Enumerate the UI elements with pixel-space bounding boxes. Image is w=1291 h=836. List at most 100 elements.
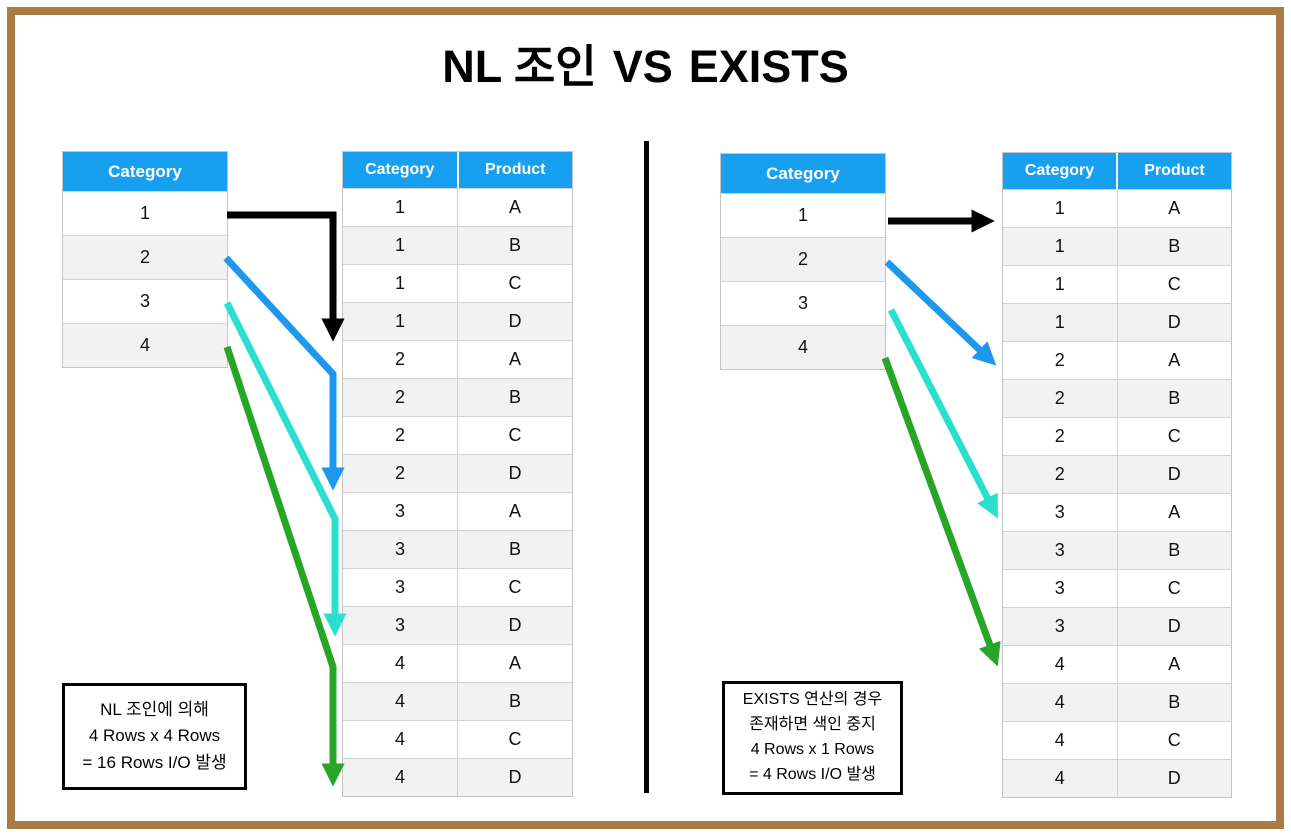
table-row: 4 C bbox=[343, 720, 572, 758]
product-cell: B bbox=[1116, 684, 1232, 721]
category-cell: 1 bbox=[139, 203, 150, 223]
table-row: 1 bbox=[721, 193, 885, 237]
nl-driving-table-body: 1 2 3 4 bbox=[63, 191, 227, 367]
product-cell: A bbox=[457, 189, 572, 226]
category-cell: 3 bbox=[1054, 502, 1065, 522]
table-row: 2 B bbox=[1003, 379, 1231, 417]
category-cell: 2 bbox=[1054, 464, 1065, 484]
category-cell: 4 bbox=[1054, 768, 1065, 788]
table-row: 3 C bbox=[1003, 569, 1231, 607]
table-row: 2 D bbox=[1003, 455, 1231, 493]
category-cell: 2 bbox=[394, 387, 405, 407]
table-row: 4 bbox=[721, 325, 885, 369]
product-cell: A bbox=[457, 493, 572, 530]
category-cell: 4 bbox=[1054, 654, 1065, 674]
table-row: 4 B bbox=[343, 682, 572, 720]
category-cell: 2 bbox=[394, 349, 405, 369]
table-row: 3 D bbox=[1003, 607, 1231, 645]
category-cell: 3 bbox=[394, 501, 405, 521]
table-row: 1 B bbox=[343, 226, 572, 264]
nl-driving-table-header: Category bbox=[63, 152, 227, 191]
table-row: 2 D bbox=[343, 454, 572, 492]
category-cell: 1 bbox=[394, 197, 405, 217]
category-cell: 2 bbox=[797, 249, 808, 269]
product-cell: A bbox=[1116, 646, 1232, 683]
category-cell: 4 bbox=[394, 767, 405, 787]
table-row: 4 B bbox=[1003, 683, 1231, 721]
category-cell: 3 bbox=[1054, 540, 1065, 560]
product-cell: C bbox=[457, 569, 572, 606]
category-cell: 4 bbox=[394, 729, 405, 749]
table-row: 4 A bbox=[1003, 645, 1231, 683]
category-cell: 4 bbox=[797, 337, 808, 357]
exists-driving-table: Category 1 2 3 4 bbox=[720, 153, 886, 370]
table-row: 1 B bbox=[1003, 227, 1231, 265]
category-cell: 2 bbox=[1054, 388, 1065, 408]
table-row: 3 A bbox=[343, 492, 572, 530]
nl-arrow-row3 bbox=[223, 301, 347, 637]
category-cell: 4 bbox=[1054, 692, 1065, 712]
product-cell: D bbox=[1116, 760, 1232, 797]
center-divider bbox=[644, 141, 649, 793]
category-cell: 2 bbox=[1054, 426, 1065, 446]
table-row: 4 A bbox=[343, 644, 572, 682]
category-cell: 3 bbox=[394, 577, 405, 597]
exists-arrow-row3 bbox=[887, 308, 998, 519]
product-cell: A bbox=[1116, 190, 1232, 227]
category-cell: 3 bbox=[1054, 616, 1065, 636]
category-cell: 1 bbox=[1054, 198, 1065, 218]
product-cell: D bbox=[457, 759, 572, 796]
product-cell: B bbox=[1116, 380, 1232, 417]
category-cell: 3 bbox=[394, 539, 405, 559]
product-cell: B bbox=[457, 683, 572, 720]
table-row: 1 bbox=[63, 191, 227, 235]
product-cell: B bbox=[1116, 228, 1232, 265]
product-cell: D bbox=[457, 455, 572, 492]
exists-arrow-row4 bbox=[881, 356, 1001, 667]
table-row: 3 A bbox=[1003, 493, 1231, 531]
product-cell: D bbox=[1116, 608, 1232, 645]
category-cell: 3 bbox=[1054, 578, 1065, 598]
note-line: = 4 Rows I/O 발생 bbox=[749, 765, 876, 783]
nl-driving-table: Category 1 2 3 4 bbox=[62, 151, 228, 368]
product-cell: C bbox=[457, 265, 572, 302]
nl-target-table-body: 1 A 1 B 1 C 1 D 2 A 2 B 2 bbox=[343, 188, 572, 796]
column-header: Category bbox=[343, 152, 457, 188]
category-cell: 4 bbox=[394, 691, 405, 711]
table-row: 2 A bbox=[343, 340, 572, 378]
table-row: 1 D bbox=[343, 302, 572, 340]
category-cell: 3 bbox=[797, 293, 808, 313]
category-cell: 4 bbox=[394, 653, 405, 673]
table-row: 2 C bbox=[1003, 417, 1231, 455]
table-row: 1 C bbox=[1003, 265, 1231, 303]
nl-arrow-row1 bbox=[227, 211, 345, 342]
product-cell: C bbox=[457, 721, 572, 758]
column-header: Product bbox=[1116, 153, 1231, 189]
table-row: 3 D bbox=[343, 606, 572, 644]
product-cell: B bbox=[457, 379, 572, 416]
product-cell: C bbox=[1116, 266, 1232, 303]
category-cell: 2 bbox=[394, 463, 405, 483]
note-line: NL 조인에 의해 bbox=[100, 699, 209, 719]
title-exists: EXISTS bbox=[688, 41, 849, 92]
category-cell: 2 bbox=[139, 247, 150, 267]
table-row: 1 A bbox=[343, 188, 572, 226]
table-row: 4 D bbox=[1003, 759, 1231, 797]
product-cell: C bbox=[1116, 570, 1232, 607]
table-row: 3 C bbox=[343, 568, 572, 606]
product-cell: D bbox=[1116, 304, 1232, 341]
note-line: = 16 Rows I/O 발생 bbox=[82, 752, 227, 772]
product-cell: A bbox=[1116, 342, 1232, 379]
category-cell: 4 bbox=[1054, 730, 1065, 750]
category-cell: 1 bbox=[1054, 236, 1065, 256]
table-row: 1 D bbox=[1003, 303, 1231, 341]
product-cell: B bbox=[457, 531, 572, 568]
column-header-category: Category bbox=[63, 152, 227, 191]
exists-target-table-body: 1 A 1 B 1 C 1 D 2 A 2 B 2 bbox=[1003, 189, 1231, 797]
table-row: 4 C bbox=[1003, 721, 1231, 759]
